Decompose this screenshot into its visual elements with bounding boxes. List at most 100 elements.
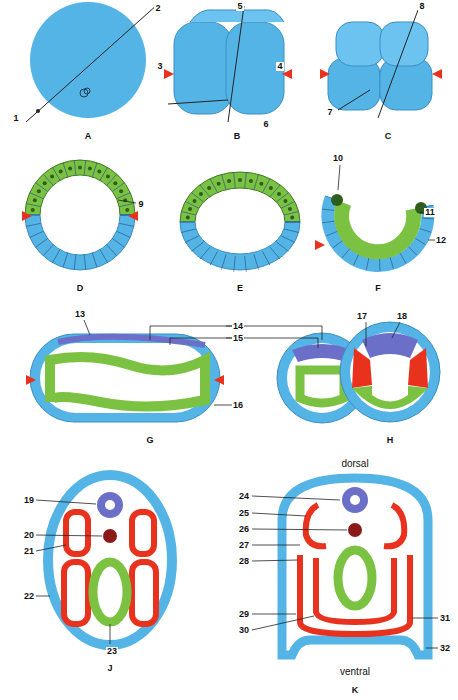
cell-wall — [43, 174, 53, 185]
callout-number: 10 — [332, 154, 344, 163]
cell-wall — [409, 247, 417, 256]
cell-nucleus — [217, 182, 221, 186]
cell-wall — [285, 222, 300, 223]
cell-nucleus — [199, 192, 203, 196]
callout-number: 28 — [238, 557, 250, 566]
callout-number: 7 — [326, 108, 333, 117]
cell-wall — [107, 174, 117, 185]
cell-wall — [30, 193, 44, 199]
cell-wall — [420, 229, 431, 233]
cell-wall — [263, 179, 271, 193]
cell-wall — [284, 229, 299, 232]
cell-wall — [26, 204, 41, 207]
cell-wall — [270, 185, 280, 197]
cell-nucleus — [113, 181, 117, 185]
panel-letter: D — [76, 284, 85, 293]
cell-nucleus — [188, 207, 192, 211]
cell-wall — [117, 193, 131, 199]
callout-number: 17 — [356, 312, 368, 321]
cell-wall — [270, 247, 280, 259]
cell-wall — [180, 222, 195, 223]
panel-letter: G — [145, 436, 154, 445]
cell-wall — [191, 193, 203, 202]
callout-number: 22 — [23, 592, 35, 601]
cell-nucleus — [31, 208, 35, 212]
cell-wall — [100, 250, 108, 263]
cell-nucleus — [37, 189, 41, 193]
cell-nucleus — [125, 208, 129, 212]
cell-nucleus — [269, 186, 273, 190]
panel-letter: B — [233, 132, 242, 141]
cell-wall — [254, 174, 259, 189]
cell-nucleus — [238, 178, 242, 182]
cell-nucleus — [106, 175, 110, 179]
callout-number: 9 — [137, 200, 144, 209]
cell-wall — [285, 222, 300, 223]
cell-wall — [43, 245, 53, 256]
callout-number: 15 — [232, 334, 244, 343]
cell-wall — [353, 255, 358, 266]
cell-wall — [119, 223, 134, 226]
cell-wall — [181, 229, 196, 232]
cell-wall — [185, 236, 199, 243]
cell-wall — [26, 223, 41, 226]
cell-wall — [390, 257, 393, 269]
cell-nucleus — [283, 199, 287, 203]
cell-nucleus — [288, 207, 292, 211]
orientation-label: ventral — [339, 667, 371, 677]
cell-wall — [36, 239, 48, 248]
cell-nucleus — [193, 199, 197, 203]
cell-nucleus — [43, 181, 47, 185]
cell-nucleus — [259, 182, 263, 186]
callout-number: 3 — [156, 62, 163, 71]
cell-wall — [200, 247, 210, 259]
callout-number: 24 — [238, 492, 250, 501]
cell-nucleus — [186, 216, 190, 220]
cell-wall — [333, 241, 343, 248]
callout-number: 12 — [435, 236, 447, 245]
cell-wall — [92, 253, 97, 267]
cell-wall — [323, 221, 335, 223]
cell-wall — [185, 202, 199, 209]
cell-wall — [53, 167, 61, 180]
cell-wall — [281, 202, 295, 209]
callout-number: 19 — [23, 496, 35, 505]
callout-number: 2 — [154, 4, 161, 13]
cell-wall — [63, 253, 68, 267]
callout-number: 25 — [238, 509, 250, 518]
two-cell-stage — [164, 6, 292, 122]
callout-number: 11 — [424, 208, 436, 217]
cell-wall — [84, 160, 86, 175]
callout-number: 6 — [262, 120, 269, 129]
callout-number: 29 — [238, 610, 250, 619]
cell-nucleus — [207, 186, 211, 190]
cell-wall — [322, 209, 334, 210]
cell-wall — [191, 242, 203, 251]
cell-wall — [325, 196, 336, 200]
cell-wall — [210, 251, 218, 265]
cell-wall — [245, 172, 247, 188]
cell-nucleus — [68, 167, 72, 171]
cell-wall — [117, 231, 131, 237]
cell-wall — [284, 212, 299, 215]
callout-number: 14 — [232, 322, 244, 331]
callout-number: 26 — [238, 525, 250, 534]
cell-wall — [84, 255, 86, 270]
cell-wall — [379, 259, 380, 271]
panel-letter: C — [384, 132, 393, 141]
gastrula — [315, 165, 436, 271]
four-cell-stage — [320, 10, 442, 118]
cell-wall — [181, 212, 196, 215]
panel-letter: K — [351, 686, 360, 695]
callout-number: 32 — [439, 644, 451, 653]
cell-wall — [100, 167, 108, 180]
cell-nucleus — [88, 167, 92, 171]
cell-wall — [281, 236, 295, 243]
cell-wall — [254, 254, 259, 269]
callout-number: 5 — [236, 2, 243, 11]
cell-nucleus — [227, 179, 231, 183]
embryo-section-k — [252, 478, 438, 655]
cell-wall — [107, 245, 117, 256]
